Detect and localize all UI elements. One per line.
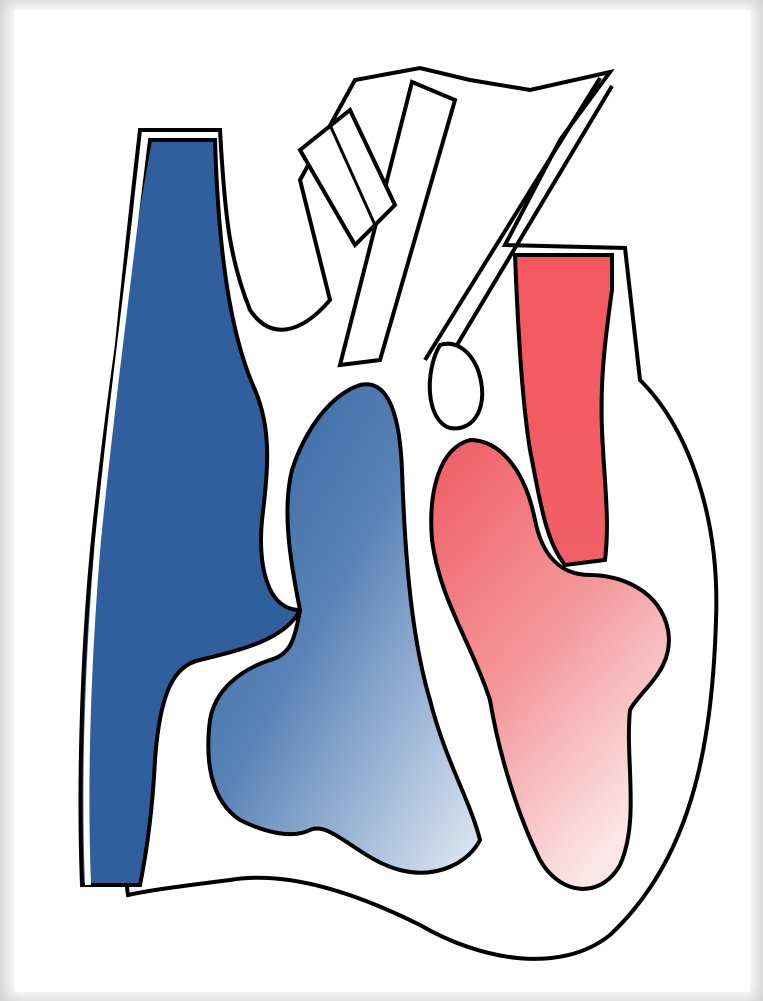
heart-diagram — [0, 0, 763, 1001]
image-frame — [0, 0, 763, 1001]
